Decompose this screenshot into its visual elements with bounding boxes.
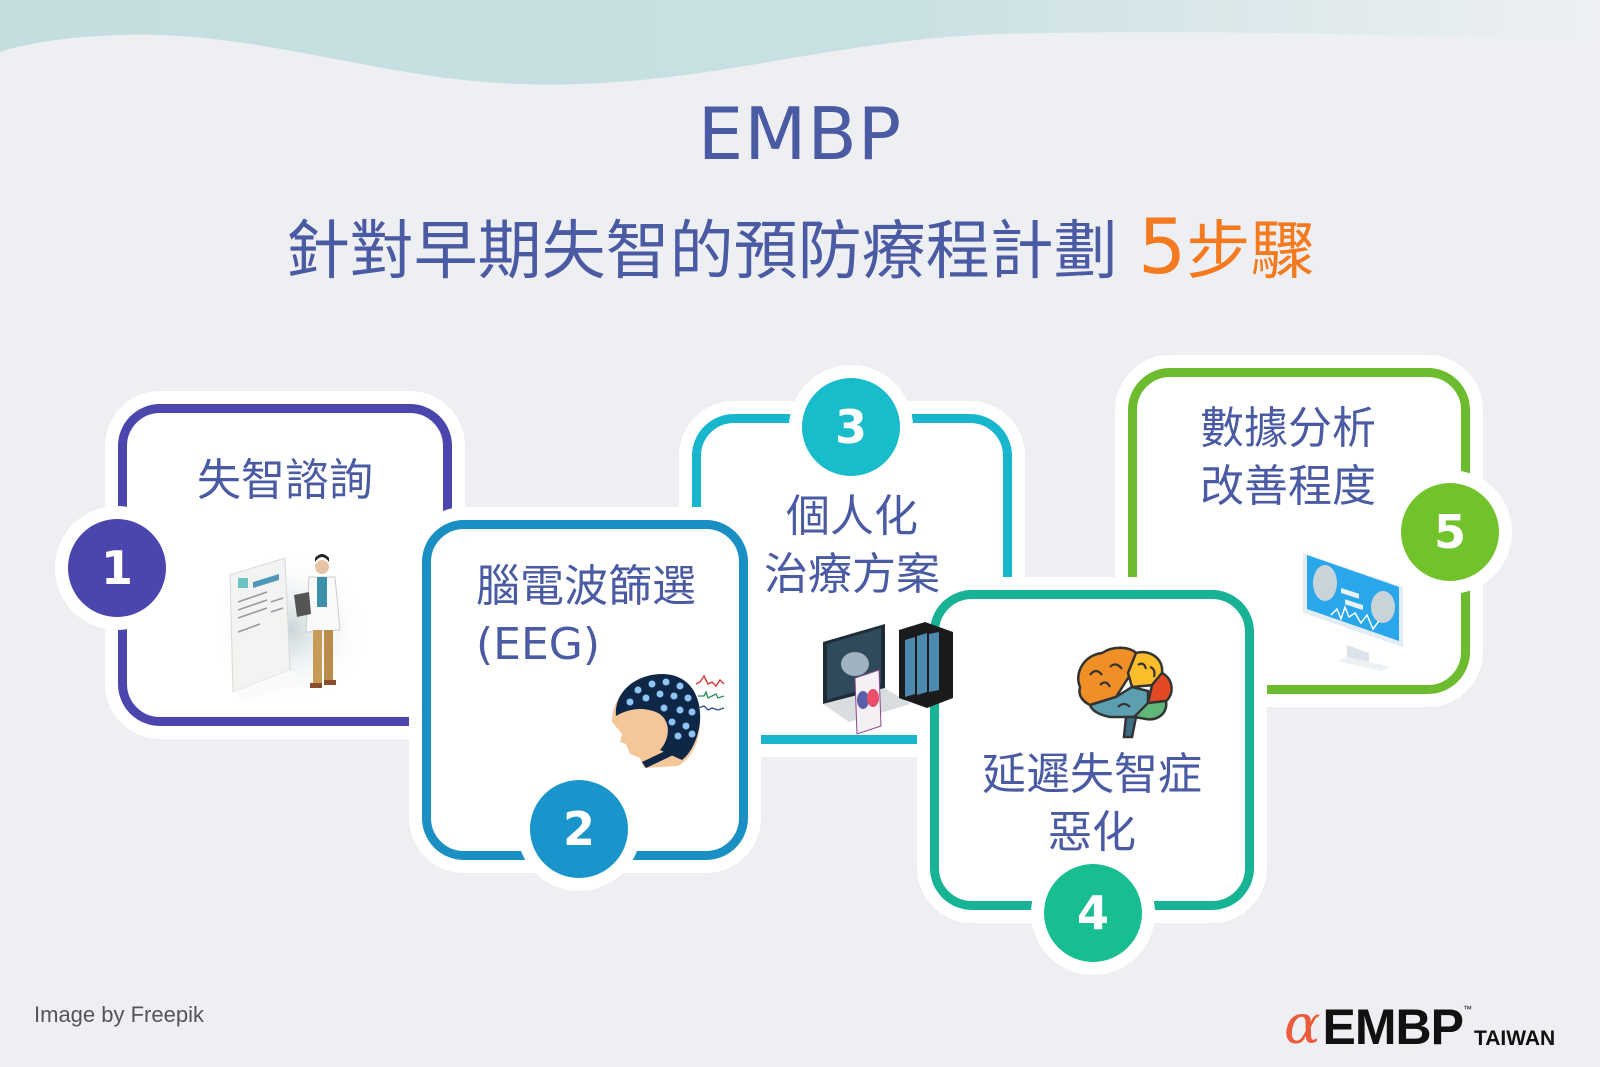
subtitle-accent: 5步驟	[1138, 202, 1315, 291]
step-4-line2: 惡化	[1048, 807, 1136, 858]
image-credit: Image by Freepik	[34, 1002, 204, 1027]
logo-brand: EMBP	[1322, 999, 1463, 1055]
subtitle-accent-text: 步驟	[1186, 215, 1315, 289]
step-3-title: 個人化 治療方案	[692, 488, 1012, 604]
logo-alpha-icon: α	[1284, 993, 1321, 1056]
embp-taiwan-logo: α EMBP ™ TAIWAN	[1284, 993, 1556, 1056]
doctor-prescription-icon	[210, 550, 370, 710]
step-3-line1: 個人化	[786, 491, 918, 542]
computer-server-brain-icon	[823, 622, 953, 735]
step-3-badge: 3	[802, 378, 900, 476]
step-4-title: 延遲失智症 惡化	[930, 746, 1254, 862]
step-1-line1: 失智諮詢	[197, 455, 373, 506]
logo-trademark: ™	[1462, 1004, 1472, 1014]
colorful-brain-icon	[1077, 646, 1173, 739]
step-1-badge: 1	[68, 519, 166, 617]
subtitle-accent-number: 5	[1137, 202, 1187, 291]
header-wave-decoration	[0, 0, 1600, 85]
subtitle-text: 針對早期失智的預防療程計劃	[285, 215, 1118, 289]
step-2-line1: 腦電波篩選	[476, 561, 696, 612]
logo-region: TAIWAN	[1473, 1027, 1556, 1050]
page-title: EMBP	[697, 92, 903, 176]
step-5-badge: 5	[1401, 483, 1499, 581]
step-2-badge: 2	[530, 780, 628, 878]
step-3-line2: 治療方案	[764, 549, 940, 600]
step-5-line1: 數據分析	[1200, 403, 1376, 454]
step-5-title: 數據分析 改善程度	[1128, 400, 1448, 516]
step-1-title: 失智諮詢	[118, 452, 452, 510]
step-2-title: 腦電波篩選 (EEG)	[476, 558, 736, 674]
step-5-line2: 改善程度	[1200, 461, 1376, 512]
page-subtitle: 針對早期失智的預防療程計劃 5步驟	[0, 200, 1600, 292]
brain-monitor-analysis-icon	[1303, 553, 1403, 671]
step-2-line2: (EEG)	[476, 619, 601, 670]
step-4-badge: 4	[1044, 864, 1142, 962]
eeg-cap-head-icon	[612, 674, 725, 768]
step-4-line1: 延遲失智症	[982, 749, 1202, 800]
